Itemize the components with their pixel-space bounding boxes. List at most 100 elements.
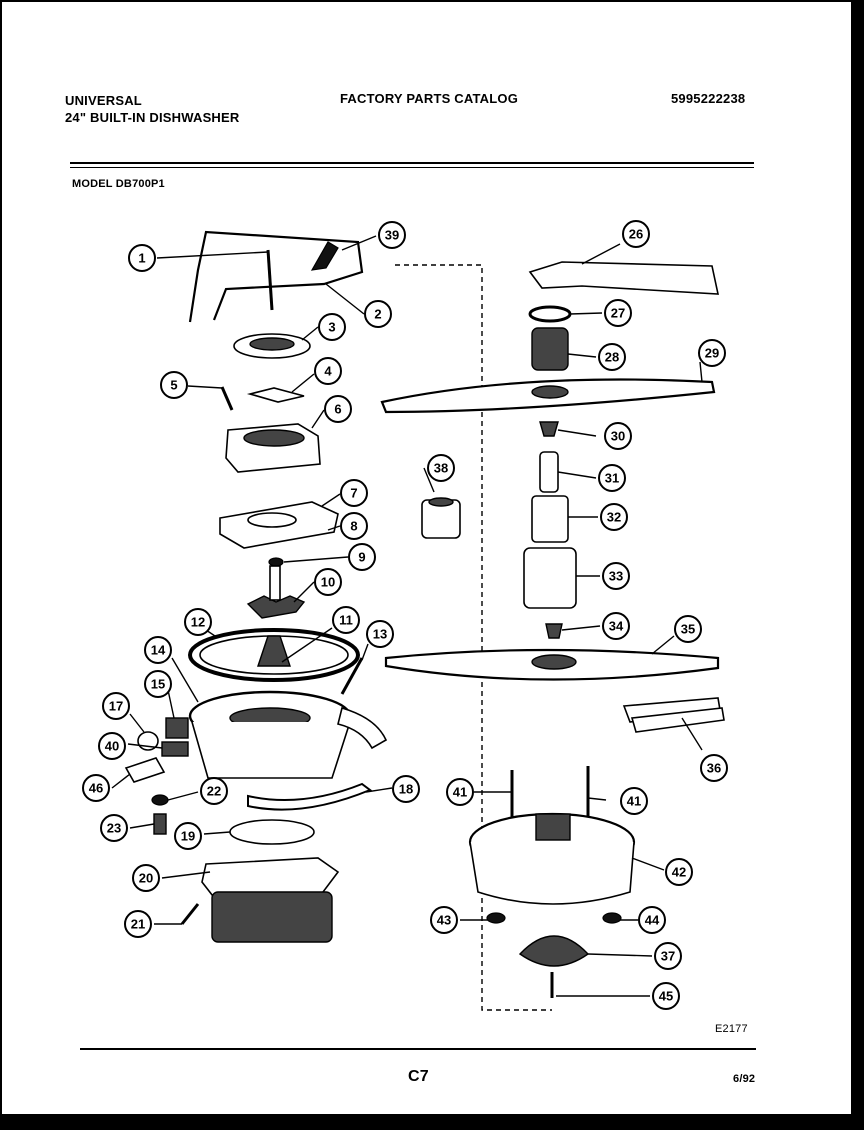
callout-circle: [82, 774, 110, 802]
assembly-bracket-line: [395, 264, 552, 1011]
callout-circle: [604, 422, 632, 450]
callout-circle: [318, 313, 346, 341]
callout-41: 41: [620, 787, 648, 815]
pump-housing-opening: [243, 429, 305, 447]
callout-number: 42: [672, 865, 686, 880]
callout-circle: [598, 343, 626, 371]
leader-line-39b: [341, 235, 377, 251]
leader-line-5: [187, 385, 223, 389]
callout-circle: [200, 777, 228, 805]
callout-21: 21: [124, 910, 152, 938]
wash-tower-part: [531, 495, 569, 543]
callout-number: 33: [609, 569, 623, 584]
foot-right-part: [602, 912, 622, 924]
leader-line-3: [301, 326, 319, 341]
callout-number: 3: [328, 320, 335, 335]
callout-number: 12: [191, 615, 205, 630]
leader-line-23: [129, 823, 155, 829]
leader-line-19: [203, 831, 231, 835]
callout-23: 23: [100, 814, 128, 842]
tube-seal-ring-part: [528, 305, 572, 323]
leader-line-22: [167, 791, 199, 801]
leader-line-8: [327, 525, 341, 531]
sump-base-part: [191, 721, 351, 779]
callout-circle: [332, 606, 360, 634]
callout-number: 31: [605, 471, 619, 486]
motor-fan-part: [229, 819, 315, 845]
upper-spray-arm-hub: [531, 385, 569, 399]
callout-30: 30: [604, 422, 632, 450]
callout-number: 22: [207, 784, 221, 799]
callout-number: 4: [324, 364, 332, 379]
callout-41: 41: [446, 778, 474, 806]
pump-motor-body-part: [469, 841, 635, 905]
rail-part-b: [630, 707, 725, 733]
leader-line-35: [651, 635, 675, 655]
callout-number: 28: [605, 350, 619, 365]
spray-tube-part: [539, 451, 559, 493]
callout-number: 13: [373, 627, 387, 642]
leader-line-27: [569, 312, 603, 315]
screw-part: [220, 386, 234, 411]
callout-number: 17: [109, 699, 123, 714]
callout-number: 9: [358, 550, 365, 565]
leader-line-42: [631, 857, 665, 871]
plug-part: [153, 813, 167, 835]
callout-circle: [698, 339, 726, 367]
callout-number: 36: [707, 761, 721, 776]
header-rule-top: [70, 162, 754, 164]
callout-5: 5: [160, 371, 188, 399]
lower-spray-arm-hub: [531, 654, 577, 670]
callout-13: 13: [366, 620, 394, 648]
callout-number: 37: [661, 949, 675, 964]
callout-27: 27: [604, 299, 632, 327]
callout-number: 44: [645, 913, 660, 928]
callout-number: 27: [611, 306, 625, 321]
callout-number: 15: [151, 677, 165, 692]
callout-number: 40: [105, 739, 119, 754]
callout-number: 21: [131, 917, 145, 932]
clamp-part: [247, 782, 373, 811]
callout-number: 41: [453, 785, 467, 800]
callout-32: 32: [600, 503, 628, 531]
callout-circle: [144, 670, 172, 698]
grommet-part: [151, 794, 169, 806]
callout-number: 6: [334, 402, 341, 417]
callout-circle: [102, 692, 130, 720]
valve-part: [165, 717, 189, 739]
pump-motor-top-part: [535, 813, 571, 841]
callout-9: 9: [348, 543, 376, 571]
callout-number: 2: [374, 307, 381, 322]
water-feed-tube-part: [528, 261, 720, 295]
callout-35: 35: [674, 615, 702, 643]
leader-line-28: [567, 353, 597, 358]
callout-7: 7: [340, 479, 368, 507]
callout-number: 10: [321, 575, 335, 590]
callout-circle: [184, 608, 212, 636]
header-rule-bottom: [70, 167, 754, 168]
foot-left-part: [486, 912, 506, 924]
footer-rule: [80, 1048, 756, 1050]
cooling-fan-part: [518, 935, 590, 967]
callout-circle: [602, 612, 630, 640]
tower-base-part: [523, 547, 577, 609]
callout-number: 18: [399, 782, 413, 797]
leader-line-26: [581, 243, 621, 265]
leader-line-4: [291, 373, 315, 393]
callout-number: 41: [627, 794, 641, 809]
callout-15: 15: [144, 670, 172, 698]
callout-circle: [654, 942, 682, 970]
callout-circle: [132, 864, 160, 892]
leader-line-39: [423, 467, 435, 493]
leader-lines: [111, 235, 703, 997]
callout-number: 8: [350, 519, 357, 534]
washer-part: [268, 557, 284, 567]
callout-number: 35: [681, 622, 695, 637]
impeller-shaft-part: [269, 565, 281, 601]
exploded-parts-diagram: 1234567891011121314151718192021222326272…: [82, 220, 728, 1011]
leader-line-13: [361, 643, 369, 661]
callout-circle: [700, 754, 728, 782]
callout-29: 29: [698, 339, 726, 367]
callout-number: 39: [385, 228, 399, 243]
leader-line-37: [587, 953, 653, 957]
